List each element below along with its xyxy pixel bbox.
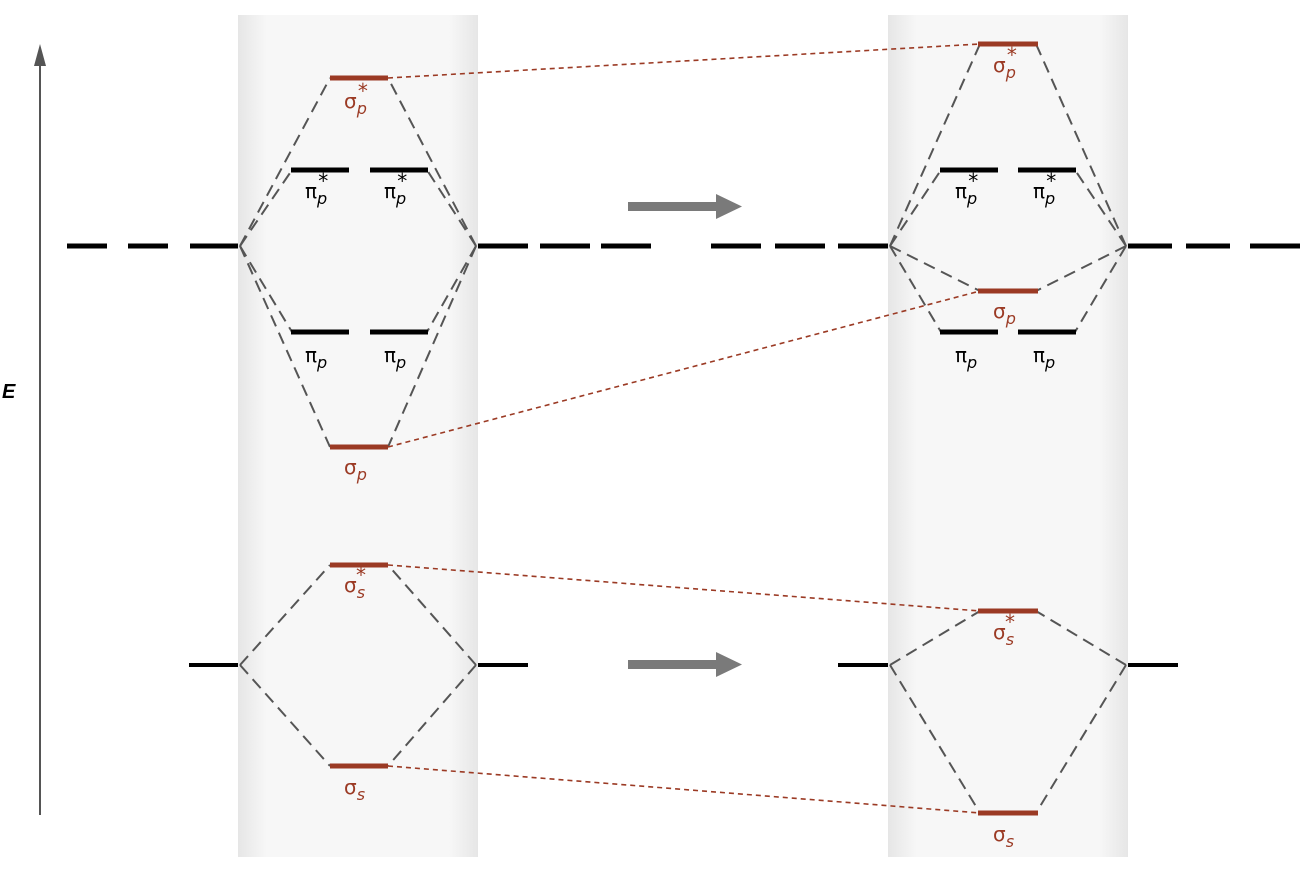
svg-text:σs*: σs*: [344, 563, 366, 602]
svg-text:σp*: σp*: [344, 79, 368, 118]
axis-label: E: [2, 381, 16, 403]
svg-text:σp: σp: [993, 299, 1016, 328]
svg-text:πp: πp: [384, 343, 406, 372]
svg-text:πp*: πp*: [1033, 169, 1056, 208]
svg-text:πp: πp: [305, 343, 327, 372]
transition-arrow-upper: [628, 194, 742, 219]
svg-text:σs: σs: [344, 775, 365, 804]
left-labels: σp* πp* πp* πp πp σp σs* σs: [305, 79, 407, 804]
left-mo-levels: [291, 75, 428, 769]
svg-text:πp: πp: [1033, 343, 1055, 372]
energy-axis: E: [2, 44, 46, 815]
svg-text:σp*: σp*: [993, 43, 1017, 82]
svg-text:πp*: πp*: [305, 169, 328, 208]
right-mo-levels: [940, 41, 1076, 816]
svg-text:σs*: σs*: [993, 610, 1015, 649]
svg-text:πp*: πp*: [384, 169, 407, 208]
left-connectors: [239, 77, 477, 767]
correlation-lines: [387, 43, 981, 814]
transition-arrow-lower: [628, 652, 742, 677]
right-labels: σp* πp* πp* σp πp πp σs* σs: [955, 43, 1056, 851]
svg-text:σs: σs: [993, 822, 1014, 851]
svg-text:πp: πp: [955, 343, 977, 372]
right-panel: [888, 15, 1128, 857]
left-panel: [238, 15, 478, 857]
right-connectors: [889, 43, 1127, 814]
svg-text:πp*: πp*: [955, 169, 978, 208]
svg-text:σp: σp: [344, 455, 367, 484]
